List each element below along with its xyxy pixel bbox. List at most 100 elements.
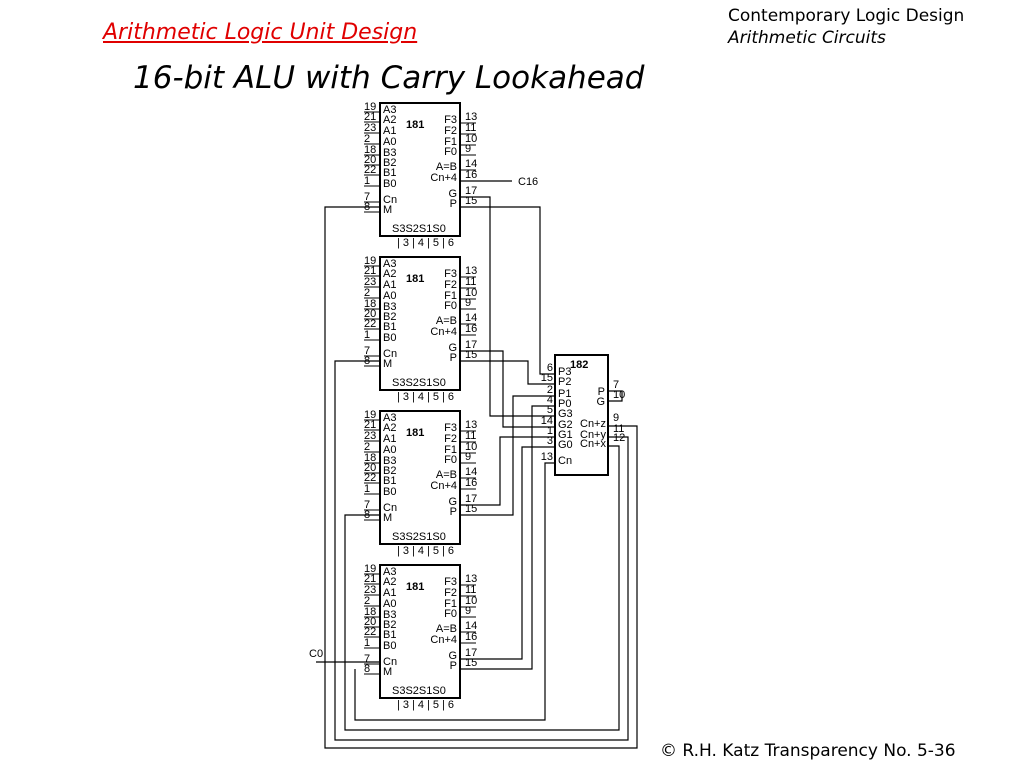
pin-number: 2 bbox=[364, 133, 370, 145]
pin-label: M bbox=[383, 512, 392, 524]
pin-number: 10 bbox=[465, 441, 477, 453]
pin-label: P bbox=[450, 352, 457, 364]
pin-number: 18 bbox=[364, 144, 376, 156]
pin-label: B3 bbox=[383, 455, 396, 467]
pin-label: A2 bbox=[383, 114, 396, 126]
pin-label: A1 bbox=[383, 587, 396, 599]
p-g-out-wire bbox=[608, 390, 623, 402]
pin-number: 16 bbox=[465, 631, 477, 643]
pin-number: 9 bbox=[465, 451, 471, 463]
pin-number: 2 bbox=[547, 384, 553, 396]
pin-label: F0 bbox=[444, 300, 457, 312]
wire bbox=[460, 395, 555, 516]
pin-label: A1 bbox=[383, 125, 396, 137]
pin-number: 7 bbox=[364, 499, 370, 511]
pin-number: 22 bbox=[364, 626, 376, 638]
pin-label: B3 bbox=[383, 301, 396, 313]
pin-number: 11 bbox=[465, 430, 476, 442]
pin-label: B2 bbox=[383, 157, 396, 169]
select-label: S3S2S1S0 bbox=[392, 223, 446, 235]
pin-label: Cn bbox=[558, 455, 572, 467]
pin-label: F1 bbox=[444, 136, 457, 148]
pin-label: G bbox=[596, 396, 605, 408]
slide-title: 16-bit ALU with Carry Lookahead bbox=[133, 60, 645, 96]
pin-number: 17 bbox=[465, 185, 477, 197]
section-title: Arithmetic Logic Unit Design bbox=[103, 20, 418, 45]
pin-label: G2 bbox=[558, 419, 573, 431]
pin-label: G3 bbox=[558, 408, 573, 420]
pin-number: 1 bbox=[364, 329, 370, 341]
course-title: Contemporary Logic Design bbox=[728, 6, 965, 26]
chip-label: 181 bbox=[406, 581, 424, 593]
pin-label: Cn bbox=[383, 194, 397, 206]
pin-label: B2 bbox=[383, 465, 396, 477]
pin-number: 20 bbox=[364, 308, 376, 320]
pin-label: G1 bbox=[558, 429, 573, 441]
pin-label: M bbox=[383, 358, 392, 370]
pin-number: 5 bbox=[547, 404, 553, 416]
pin-number: | 5 bbox=[427, 237, 439, 249]
wire bbox=[460, 206, 555, 375]
pin-label: B0 bbox=[383, 640, 396, 652]
pin-label: B0 bbox=[383, 178, 396, 190]
pin-number: 22 bbox=[364, 472, 376, 484]
pin-label: Cn bbox=[383, 656, 397, 668]
pin-label: Cn+z bbox=[580, 418, 606, 430]
pin-label: A0 bbox=[383, 290, 396, 302]
pin-number: | 6 bbox=[442, 237, 454, 249]
pin-label: A0 bbox=[383, 136, 396, 148]
pin-number: | 4 bbox=[412, 237, 424, 249]
pin-number: 9 bbox=[613, 412, 619, 424]
pin-number: | 4 bbox=[412, 545, 424, 557]
pin-number: 10 bbox=[465, 133, 477, 145]
pin-number: 17 bbox=[465, 493, 477, 505]
pin-label: P0 bbox=[558, 398, 571, 410]
pin-label: A=B bbox=[436, 315, 457, 327]
pin-number: 22 bbox=[364, 164, 376, 176]
pin-label: A2 bbox=[383, 268, 396, 280]
pin-number: 11 bbox=[465, 584, 476, 596]
pin-label: A0 bbox=[383, 444, 396, 456]
pin-label: A2 bbox=[383, 576, 396, 588]
pin-number: 23 bbox=[364, 122, 376, 134]
pin-label: F1 bbox=[444, 444, 457, 456]
pin-number: 10 bbox=[465, 595, 477, 607]
pin-label: A3 bbox=[383, 566, 396, 578]
pin-number: 9 bbox=[465, 605, 471, 617]
pin-number: 14 bbox=[465, 620, 477, 632]
pin-number: 13 bbox=[465, 111, 477, 123]
pin-number: 19 bbox=[364, 101, 376, 113]
pin-label: B3 bbox=[383, 609, 396, 621]
chip-label: 182 bbox=[570, 359, 588, 371]
pin-label: Cn bbox=[383, 348, 397, 360]
pin-label: P bbox=[450, 660, 457, 672]
wire bbox=[460, 436, 555, 506]
pin-label: Cn+4 bbox=[430, 326, 457, 338]
pin-number: 20 bbox=[364, 616, 376, 628]
cn-x-wire bbox=[344, 445, 620, 731]
pin-number: 6 bbox=[547, 362, 553, 374]
pin-label: A0 bbox=[383, 598, 396, 610]
alu-181-chip bbox=[379, 564, 461, 699]
pin-number: 18 bbox=[364, 452, 376, 464]
pin-label: G bbox=[448, 188, 457, 200]
pin-number: 15 bbox=[465, 503, 477, 515]
pin-number: | 6 bbox=[442, 391, 454, 403]
pin-number: | 6 bbox=[442, 699, 454, 711]
pin-number: 3 bbox=[547, 435, 553, 447]
pin-number: 15 bbox=[465, 195, 477, 207]
carry-in-label: C0 bbox=[309, 648, 323, 660]
chip-label: 181 bbox=[406, 119, 424, 131]
pin-label: F1 bbox=[444, 598, 457, 610]
pin-label: F0 bbox=[444, 146, 457, 158]
pin-number: 15 bbox=[465, 657, 477, 669]
pin-label: F2 bbox=[444, 587, 457, 599]
pin-label: B1 bbox=[383, 629, 396, 641]
pin-number: 15 bbox=[541, 372, 553, 384]
pin-number: 13 bbox=[465, 419, 477, 431]
pin-label: F2 bbox=[444, 125, 457, 137]
wire bbox=[460, 350, 555, 428]
pin-label: Cn bbox=[383, 502, 397, 514]
pin-number: 18 bbox=[364, 298, 376, 310]
